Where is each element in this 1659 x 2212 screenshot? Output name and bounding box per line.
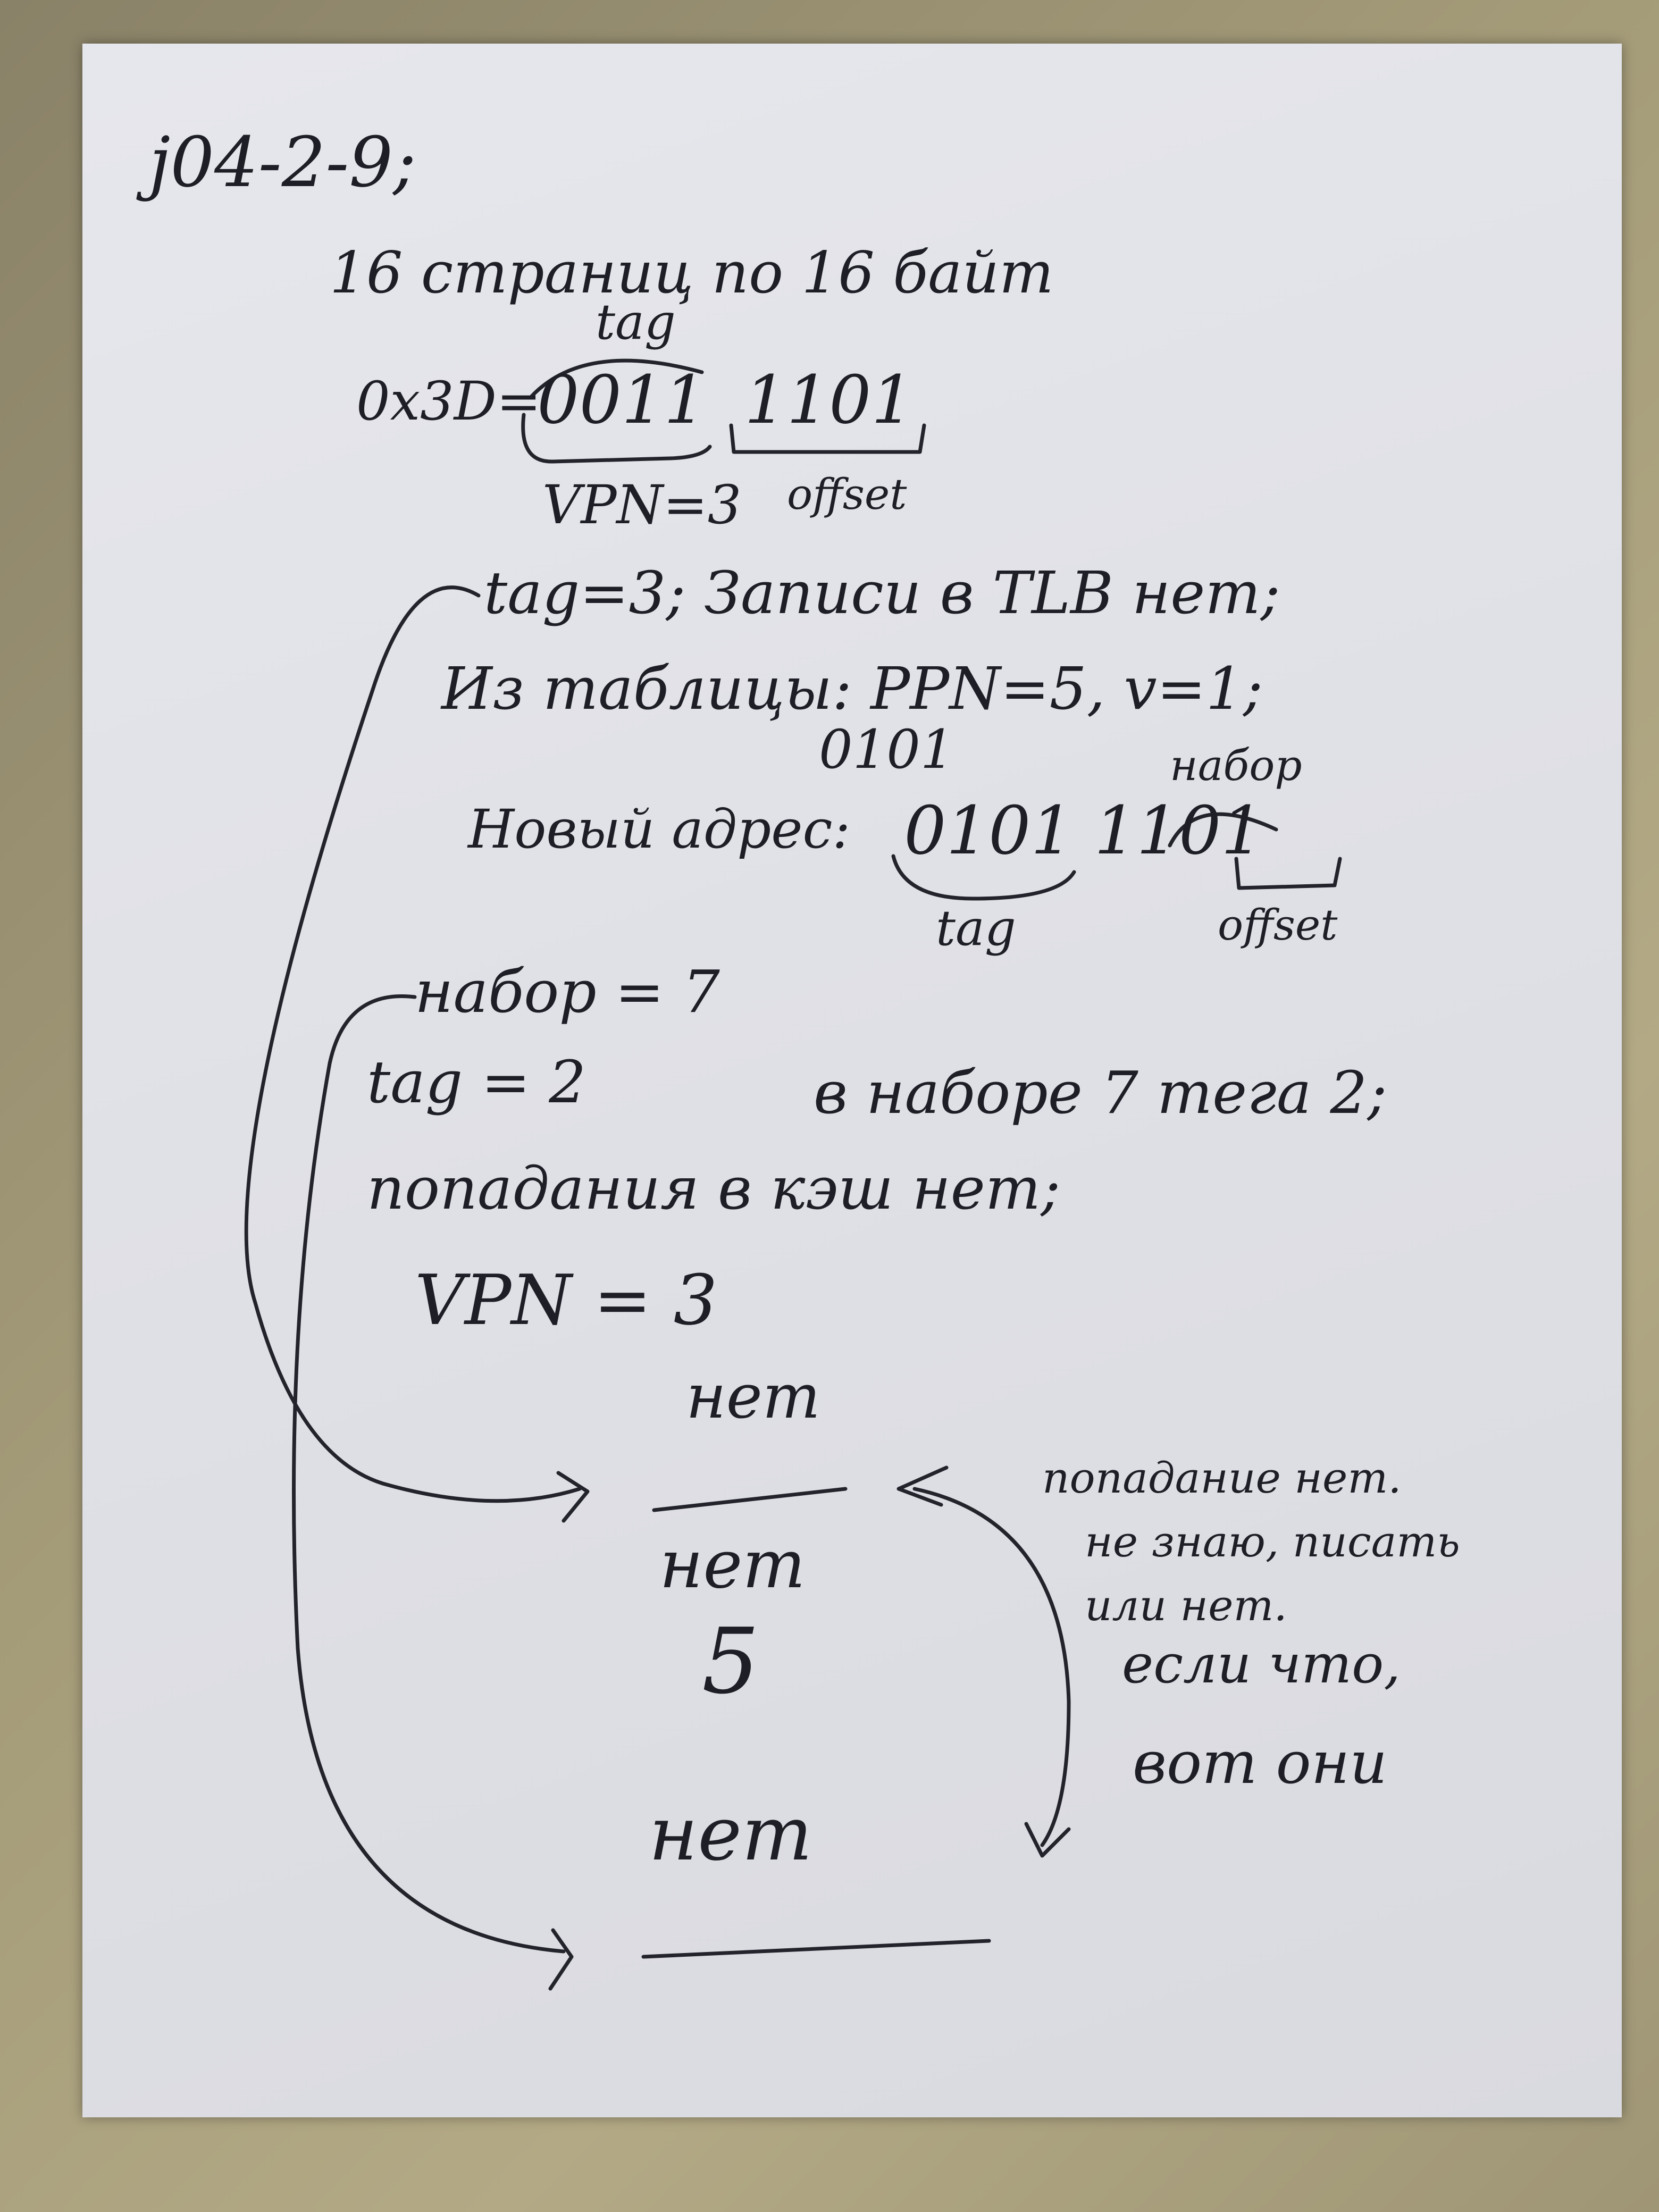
set-line: набор = 7 — [415, 958, 720, 1026]
answer-1: нет — [686, 1361, 820, 1432]
side-note-2: не знаю, писать — [1085, 1517, 1460, 1566]
offset-label-2: offset — [1218, 900, 1338, 950]
new-addr-label: Новый адрес: — [468, 798, 851, 860]
cache-line: попадания в кэш нет; — [367, 1154, 1061, 1222]
table-line: Из таблицы: PPN=5, v=1; — [441, 655, 1263, 723]
ppn-bits: 0101 — [819, 718, 954, 781]
answer-4: нет — [649, 1791, 812, 1878]
side-note-4: если что, — [1122, 1633, 1401, 1695]
offset-label-1: offset — [787, 470, 907, 519]
tag-line: tag=3; Записи в TLB нет; — [484, 559, 1280, 627]
tag2-line: tag = 2 — [367, 1048, 586, 1116]
set-note: в наборе 7 тега 2; — [814, 1059, 1387, 1127]
header-code: j04-2-9; — [149, 122, 416, 203]
side-note-1: попадание нет. — [1042, 1453, 1402, 1503]
pages-line: 16 страниц по 16 байт — [330, 240, 1054, 306]
bits-offset: 1101 — [744, 362, 914, 439]
bits-tag: 0011 — [537, 362, 707, 439]
answer-3: 5 — [702, 1609, 760, 1714]
set-label-top: набор — [1170, 741, 1302, 790]
tag-label-bottom: tag — [936, 900, 1016, 957]
answer-2: нет — [659, 1526, 806, 1603]
vpn-line: VPN=3 — [542, 474, 742, 536]
vpn2-line: VPN = 3 — [415, 1260, 718, 1340]
side-note-5: вот они — [1133, 1729, 1388, 1797]
side-note-3: или нет. — [1085, 1581, 1287, 1630]
hex-eq: 0x3D= — [356, 370, 541, 432]
tag-label-top: tag — [596, 294, 676, 350]
new-addr-bits: 0101 1101 — [904, 792, 1263, 869]
